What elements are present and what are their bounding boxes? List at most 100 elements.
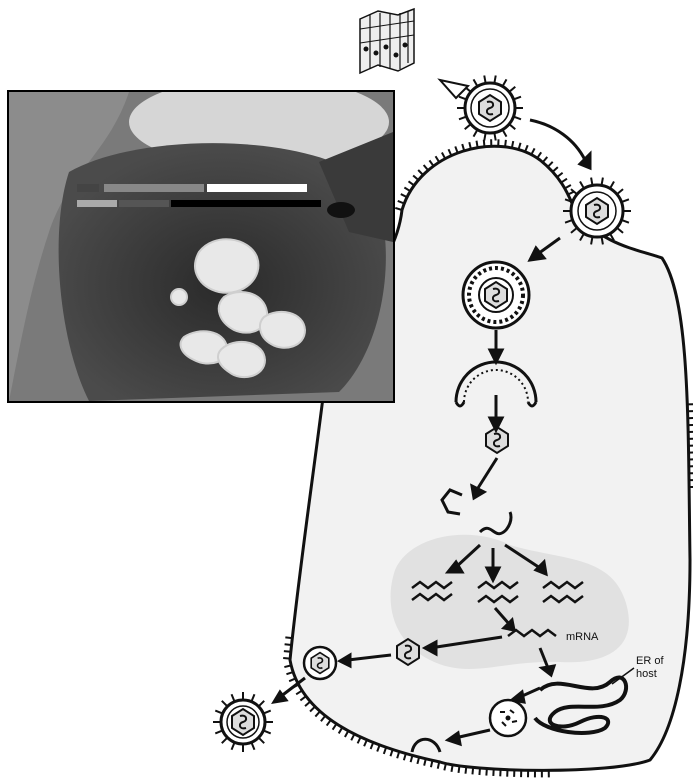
membrane-spike (561, 179, 567, 183)
er-label-line2: host (636, 668, 657, 680)
membrane-spike (285, 637, 292, 638)
membrane-spike (553, 167, 558, 172)
membrane-spike (289, 678, 295, 681)
membrane-spike (436, 156, 440, 162)
virion-spike (474, 79, 478, 86)
membrane-spike (305, 702, 310, 707)
membrane-spike (479, 768, 480, 775)
membrane-spike (472, 767, 473, 774)
membrane-spike (565, 185, 571, 188)
mrna-label: mRNA (566, 631, 598, 643)
membrane-spike (404, 188, 410, 192)
membrane-spike (418, 170, 423, 175)
virion-spike (617, 189, 623, 194)
virion-spike (494, 76, 495, 84)
virion-spike (494, 133, 495, 141)
assembly-vesicle-icon (490, 700, 526, 736)
virion-spike (263, 711, 270, 714)
membrane-spike (321, 716, 325, 721)
endosome-icon (463, 262, 529, 328)
virion-spike (232, 742, 235, 749)
membrane-spike (310, 707, 315, 712)
membrane-spike (448, 149, 451, 155)
virion-spike (621, 199, 629, 202)
membrane-spike (424, 165, 429, 170)
membrane-spike (384, 747, 386, 754)
membrane-spike (296, 691, 302, 695)
membrane-spike (484, 140, 485, 147)
virion-spike (474, 130, 478, 137)
er-label-line1: ER of (636, 655, 664, 667)
virion-spike (513, 117, 521, 120)
membrane-spike (283, 658, 290, 659)
membrane-spike (397, 752, 399, 759)
membrane-spike (286, 672, 293, 674)
virion-spike (465, 124, 471, 129)
virion-spike (503, 130, 507, 137)
membrane-spike (358, 737, 361, 743)
virion-spike (259, 701, 265, 707)
virion-spike (602, 237, 603, 245)
membrane-spike (371, 742, 374, 748)
membrane-spike (284, 651, 291, 652)
virion-spike (251, 694, 254, 701)
membrane-spike (364, 740, 367, 746)
virion-spike (591, 237, 592, 245)
membrane-spike (557, 173, 563, 177)
membrane-spike (512, 141, 513, 148)
membrane-spike (413, 175, 418, 180)
membrane-spike (300, 696, 306, 700)
receptor-icon (440, 80, 468, 98)
membrane-spike (477, 141, 478, 148)
virion-spike (232, 694, 235, 701)
membrane-spike (315, 711, 320, 716)
membrane-spike (377, 745, 379, 752)
membrane-spike (327, 720, 331, 726)
virion-spike (215, 730, 222, 733)
virion-icon (304, 647, 336, 679)
membrane-spike (505, 140, 506, 147)
membrane-spike (401, 194, 407, 197)
membrane-spike (339, 727, 343, 733)
virion-spike (513, 97, 521, 100)
virion-spike (259, 738, 265, 744)
virion-spike (222, 738, 228, 744)
virion-spike (503, 79, 507, 86)
virion-spike (580, 182, 584, 189)
membrane-spike (451, 765, 452, 772)
virion-spike (509, 124, 515, 129)
virion-spike (484, 76, 485, 84)
membrane-spike (531, 148, 534, 154)
membrane-spike (390, 750, 392, 757)
virion-spike (215, 711, 222, 714)
virion-spike (459, 117, 467, 120)
infected-animal-photo (7, 90, 395, 403)
capsid-icon (397, 639, 419, 665)
membrane-spike (351, 734, 354, 740)
virion-spike (591, 178, 592, 186)
membrane-spike (345, 731, 348, 737)
membrane-spike (429, 160, 433, 166)
membrane-spike (548, 162, 553, 167)
virion-spike (459, 97, 467, 100)
virion-icon (213, 692, 273, 752)
epithelial-cells-icon (360, 9, 414, 73)
virion-spike (251, 742, 254, 749)
virion-spike (621, 220, 629, 223)
virion-spike (617, 228, 623, 233)
membrane-spike (455, 146, 457, 153)
virion-spike (610, 182, 614, 189)
membrane-spike (543, 157, 548, 162)
virion-spike (222, 701, 228, 707)
membrane-spike (442, 153, 445, 159)
membrane-spike (409, 181, 415, 185)
membrane-spike (459, 766, 460, 773)
membrane-spike (333, 724, 337, 730)
membrane-spike (398, 201, 404, 204)
membrane-spike (525, 145, 528, 151)
membrane-spike (537, 152, 541, 158)
virion-spike (509, 87, 515, 92)
membrane-spike (285, 644, 292, 645)
virion-spike (484, 133, 485, 141)
virion-spike (263, 730, 270, 733)
